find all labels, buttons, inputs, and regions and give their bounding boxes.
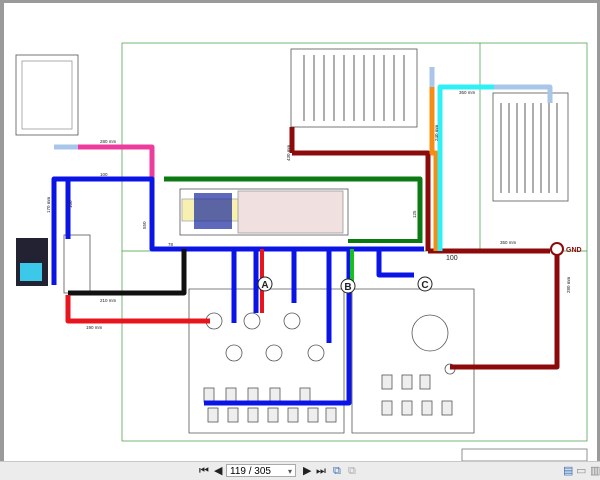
wire-pink [78,144,155,181]
pump [63,234,91,294]
page-number-input[interactable]: 119 / 305 ▾ [226,464,296,477]
pdf-navigation-toolbar: ⏮ ◀ 119 / 305 ▾ ▶ ⏭ ⧉ ⧉ ▤ ▭ ▥ [0,461,600,480]
wire-cyan [437,84,494,251]
page-indicator: 119 / 305 [230,466,271,477]
dim-cyan: 360 mm [459,90,476,95]
radiator-right [492,92,569,202]
facing-view-icon[interactable]: ▥ [590,465,600,477]
wire-darkred [289,127,431,251]
dim-gnd-v: 280 mm [566,276,571,293]
wire-red [65,295,210,324]
dim-drop: 100 [68,200,73,208]
dim-bottom-100: 100 [446,255,458,262]
wire-orange [429,87,439,251]
gnd-terminal [550,242,564,256]
wires [51,67,560,406]
connector-labels: A B C [257,276,433,294]
paste-page-icon[interactable]: ⧉ [348,465,356,477]
next-page-icon[interactable]: ▶ [303,465,312,477]
wiring-diagram: A B C GND 280 mm 100 170 mm 100 550 78 2… [15,42,588,461]
component-drawings [15,48,588,461]
dim-gnd-h: 350 mm [500,240,517,245]
wire-gnd [428,248,560,370]
terminal-strip [179,188,349,236]
dim-black: 210 mm [100,298,117,303]
title-block [461,448,588,461]
wire-black [68,249,187,296]
dim-mid-v: 550 [142,221,147,229]
connector-c: C [421,280,428,291]
dim-darkred-v: 430 mm [286,144,291,161]
previous-page-icon[interactable]: ◀ [214,465,223,477]
connector-a: A [261,280,268,291]
controller-box [15,54,79,136]
connector-b: B [344,282,351,293]
single-page-view-icon[interactable]: ▤ [563,465,574,477]
dim-seg78: 78 [168,242,174,247]
radiator-top [290,48,418,128]
wire-green [164,176,423,243]
dim-orange: 240 mm [434,124,439,141]
dim-top-blue: 100 [100,172,108,177]
pdf-page: A B C GND 280 mm 100 170 mm 100 550 78 2… [4,3,597,461]
first-page-icon[interactable]: ⏮ [199,465,209,477]
gnd-label: GND [566,247,582,254]
dim-pink: 280 mm [100,139,117,144]
chevron-down-icon[interactable]: ▾ [287,467,292,476]
wire-blue-main [51,176,424,285]
dimension-labels: 280 mm 100 170 mm 100 550 78 210 mm 190 … [46,90,571,330]
panel-right [351,288,475,434]
dim-left-blue: 170 mm [46,196,51,213]
copy-page-icon[interactable]: ⧉ [333,465,341,477]
wire-blue-branches [204,249,414,406]
dim-bar-v: 125 [412,210,417,218]
dim-red: 190 mm [86,325,103,330]
last-page-icon[interactable]: ⏭ [316,465,326,477]
continuous-view-icon[interactable]: ▭ [576,465,587,477]
